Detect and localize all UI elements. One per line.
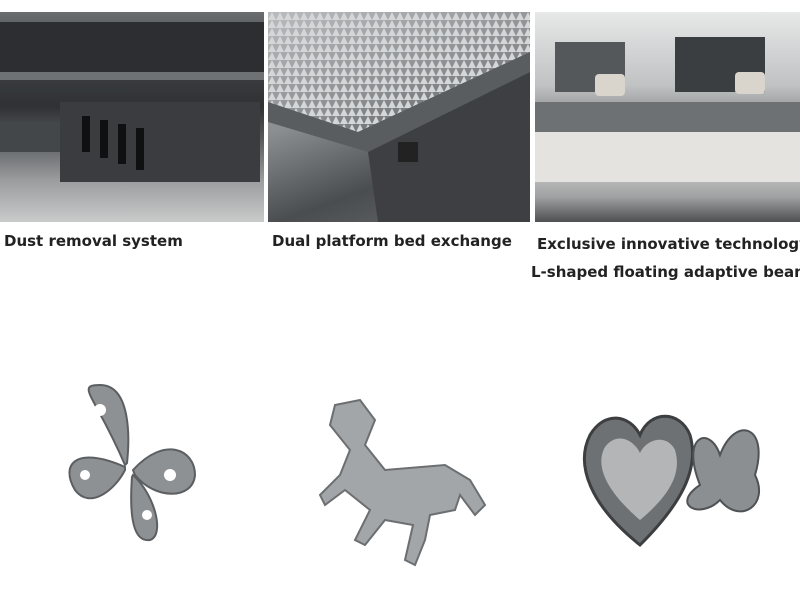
dust-removal-photo	[0, 12, 264, 222]
feature-caption-beam-line1: Exclusive innovative technology	[537, 235, 800, 253]
heart-butterfly-cut-part	[582, 414, 761, 548]
beam-photo	[535, 12, 800, 222]
feature-caption-dual-platform: Dual platform bed exchange	[272, 232, 512, 250]
dust-removal-illustration	[0, 22, 264, 182]
feature-caption-beam-line2: L-shaped floating adaptive beam	[531, 263, 800, 281]
feature-caption-dust-removal: Dust removal system	[4, 232, 183, 250]
dual-platform-photo	[268, 12, 530, 222]
horse-cut-part	[318, 398, 487, 567]
dual-platform-illustration	[268, 12, 530, 222]
butterfly-cut-part	[68, 383, 197, 542]
beam-illustration	[535, 37, 800, 182]
